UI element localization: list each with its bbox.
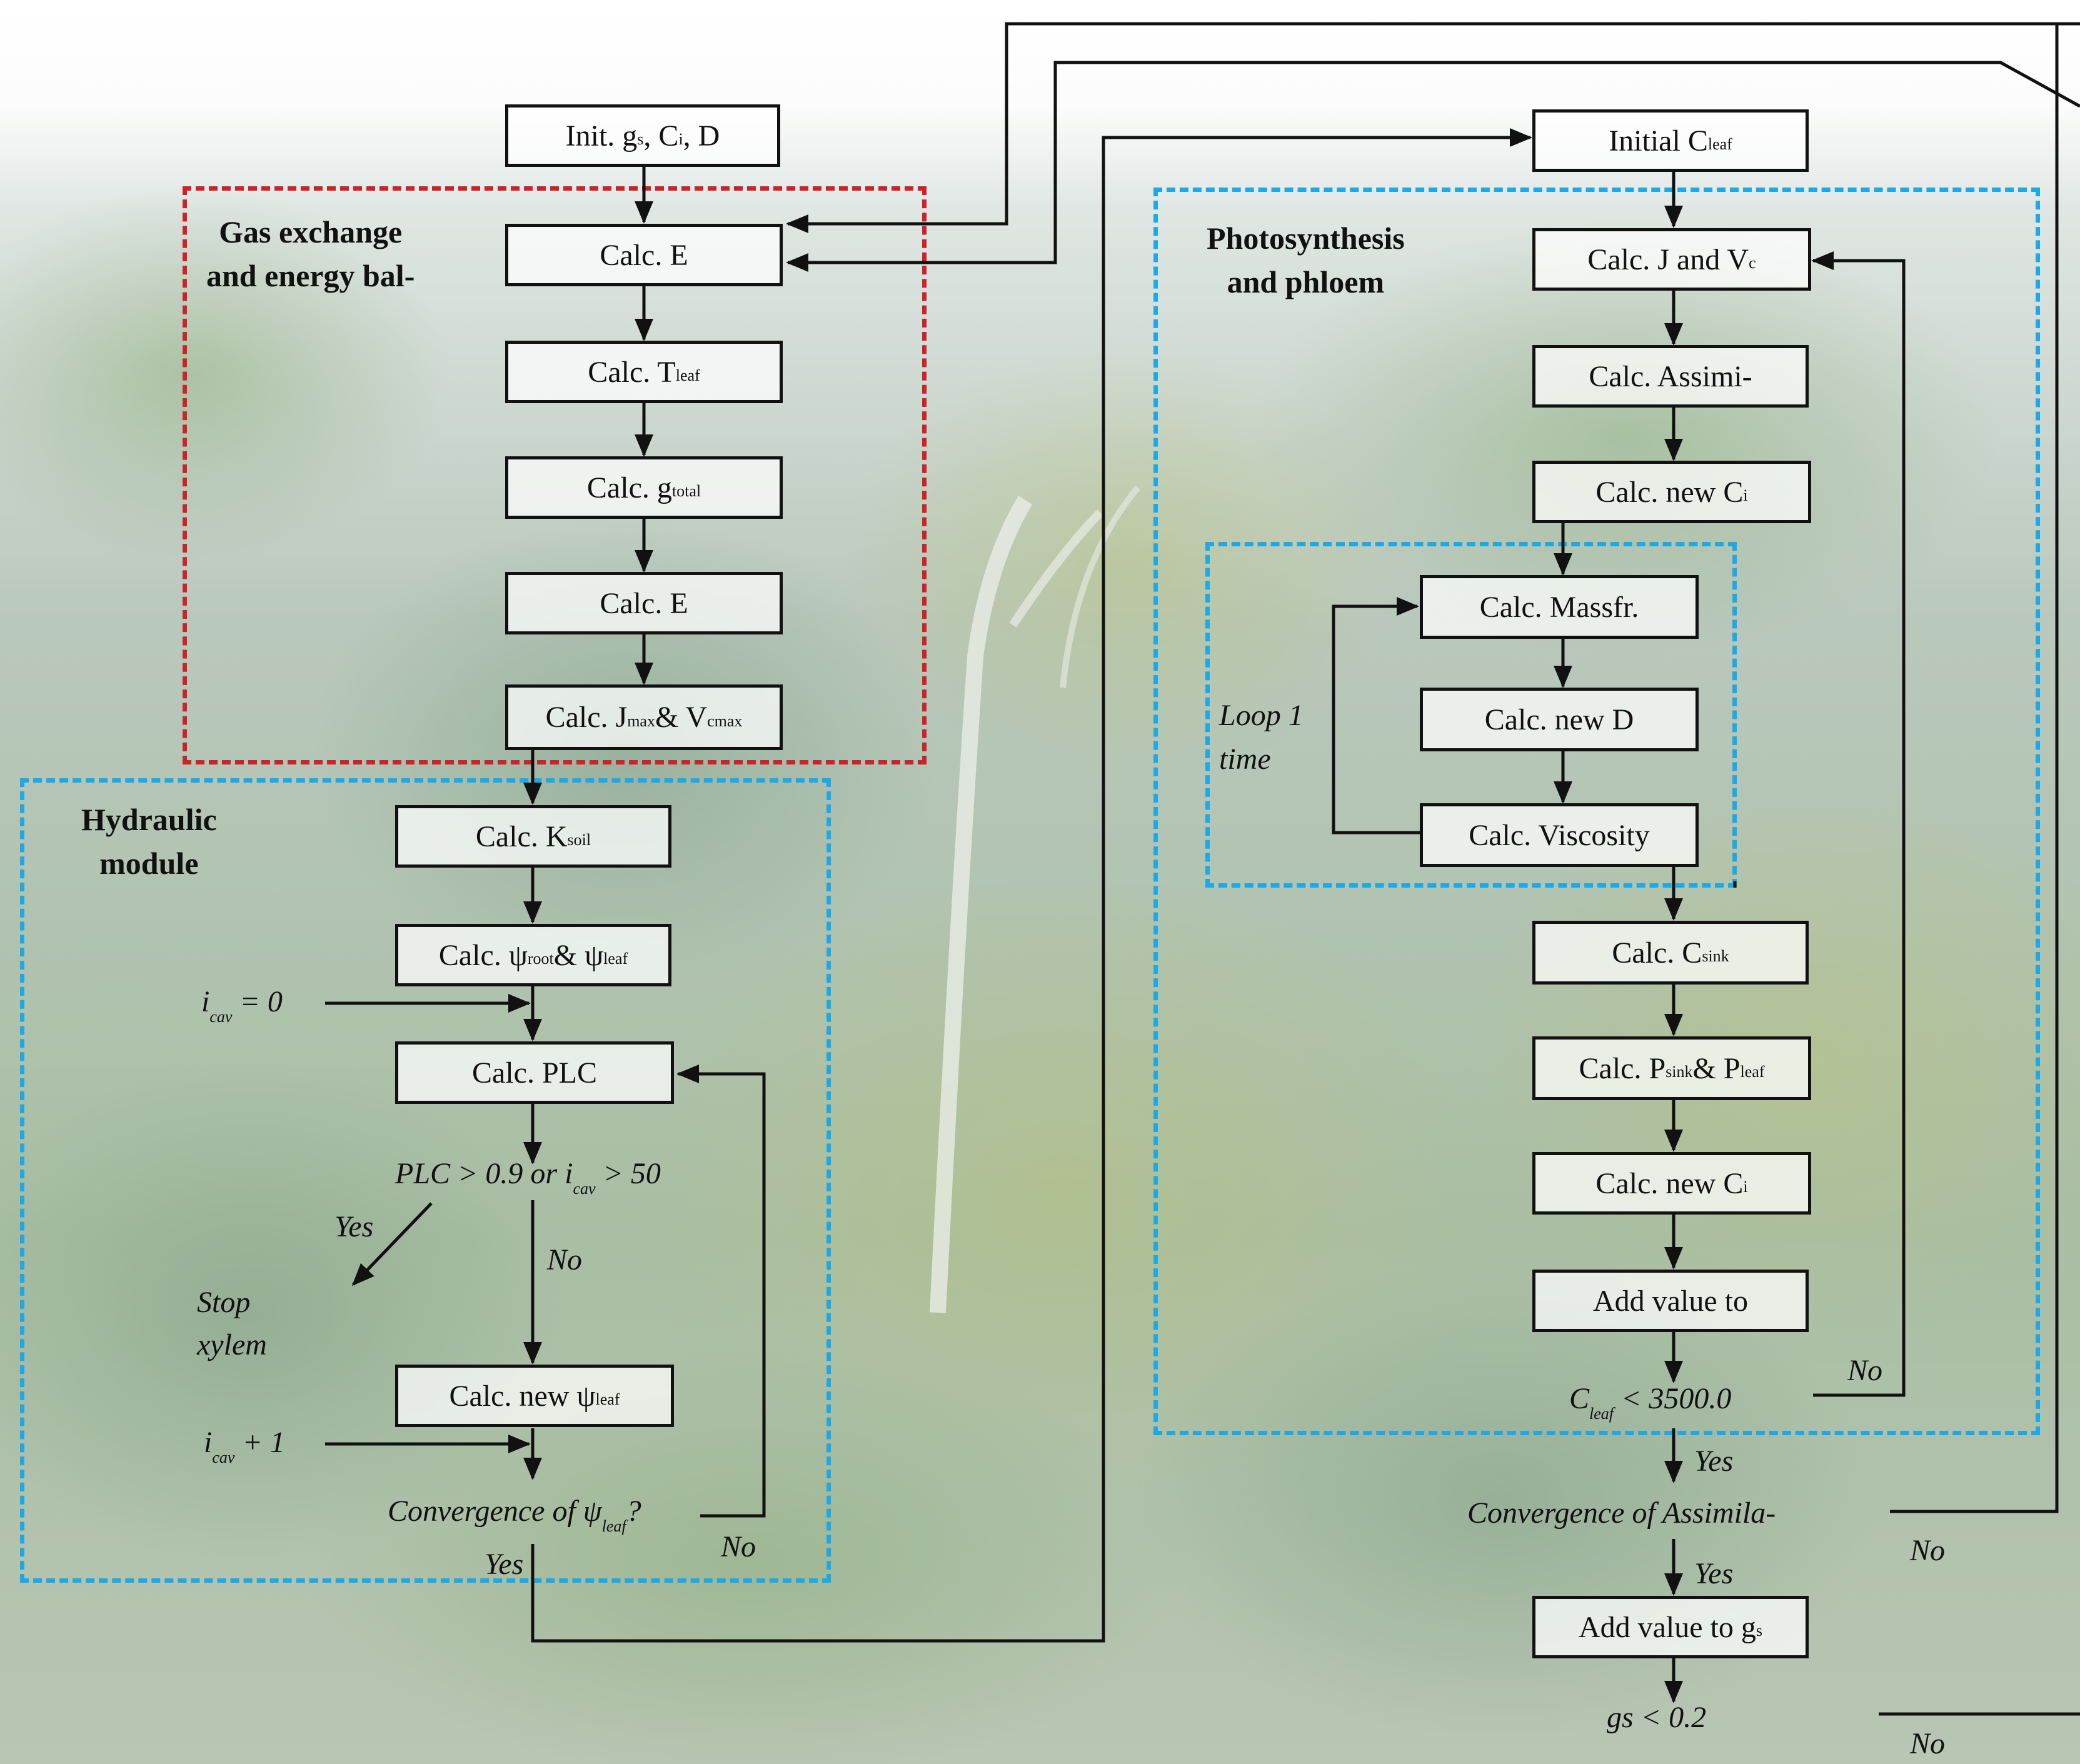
calc-assimilation-box: Calc. Assimi- (1532, 345, 1809, 408)
photosynthesis-label-line1: Photosynthesis (1207, 221, 1405, 256)
loop-label-line2: time (1219, 743, 1271, 776)
convergence-assimilation-label: Convergence of Assimila- (1467, 1496, 1776, 1530)
hydraulic-label-line1: Hydraulic (81, 802, 217, 837)
yes-psi-label: Yes (485, 1548, 524, 1581)
no-gs-label: No (1910, 1727, 1946, 1760)
calc-new-d-box: Calc. new D (1420, 688, 1699, 751)
loop-label-line1: Loop 1 (1219, 699, 1304, 732)
calc-plc-box: Calc. PLC (395, 1041, 674, 1104)
calc-e-box: Calc. E (505, 224, 783, 286)
hydraulic-module-region (20, 778, 831, 1583)
gas-exchange-label: Gas exchange and energy bal- (206, 210, 414, 298)
convergence-psi-label: Convergence of ψleaf? (388, 1495, 641, 1535)
icav-plus-one-label: icav + 1 (204, 1426, 285, 1466)
no-psi-label: No (721, 1530, 756, 1563)
no-cleaf-label: No (1847, 1354, 1883, 1387)
hydraulic-module-label: Hydraulic module (81, 798, 217, 885)
photosynthesis-label-line2: and phloem (1227, 264, 1385, 299)
gs-condition-label: gs < 0.2 (1607, 1701, 1707, 1734)
yes-cleaf-label: Yes (1694, 1445, 1734, 1478)
calc-e-second-box: Calc. E (505, 572, 783, 634)
photosynthesis-phloem-region (1153, 188, 2040, 1435)
calc-viscosity-box: Calc. Viscosity (1420, 803, 1699, 867)
photosynthesis-phloem-label: Photosynthesis and phloem (1207, 216, 1405, 304)
calc-massfr-box: Calc. Massfr. (1420, 575, 1699, 639)
cleaf-condition-label: Cleaf < 3500.0 (1569, 1382, 1732, 1423)
loop-region (1205, 542, 1737, 888)
yes-assimilation-label: Yes (1694, 1557, 1734, 1590)
no-plc-label: No (547, 1243, 583, 1276)
stop-xylem-line2: xylem (197, 1328, 267, 1361)
loop-one-time-label: Loop 1 time (1219, 694, 1304, 781)
stop-xylem-line1: Stop (197, 1286, 251, 1319)
no-assimilation-label: No (1910, 1534, 1946, 1567)
gas-exchange-label-line2: and energy bal- (206, 258, 415, 293)
add-value-box: Add value to (1532, 1270, 1809, 1332)
yes-stop-label: Yes (334, 1210, 374, 1243)
stop-xylem-label: Stop xylem (197, 1281, 267, 1366)
plc-condition-label: PLC > 0.9 or icav > 50 (395, 1157, 661, 1198)
hydraulic-label-line2: module (99, 846, 199, 881)
icav-zero-label: icav = 0 (201, 985, 283, 1026)
gas-exchange-region (183, 186, 927, 764)
gas-exchange-label-line1: Gas exchange (219, 214, 403, 249)
